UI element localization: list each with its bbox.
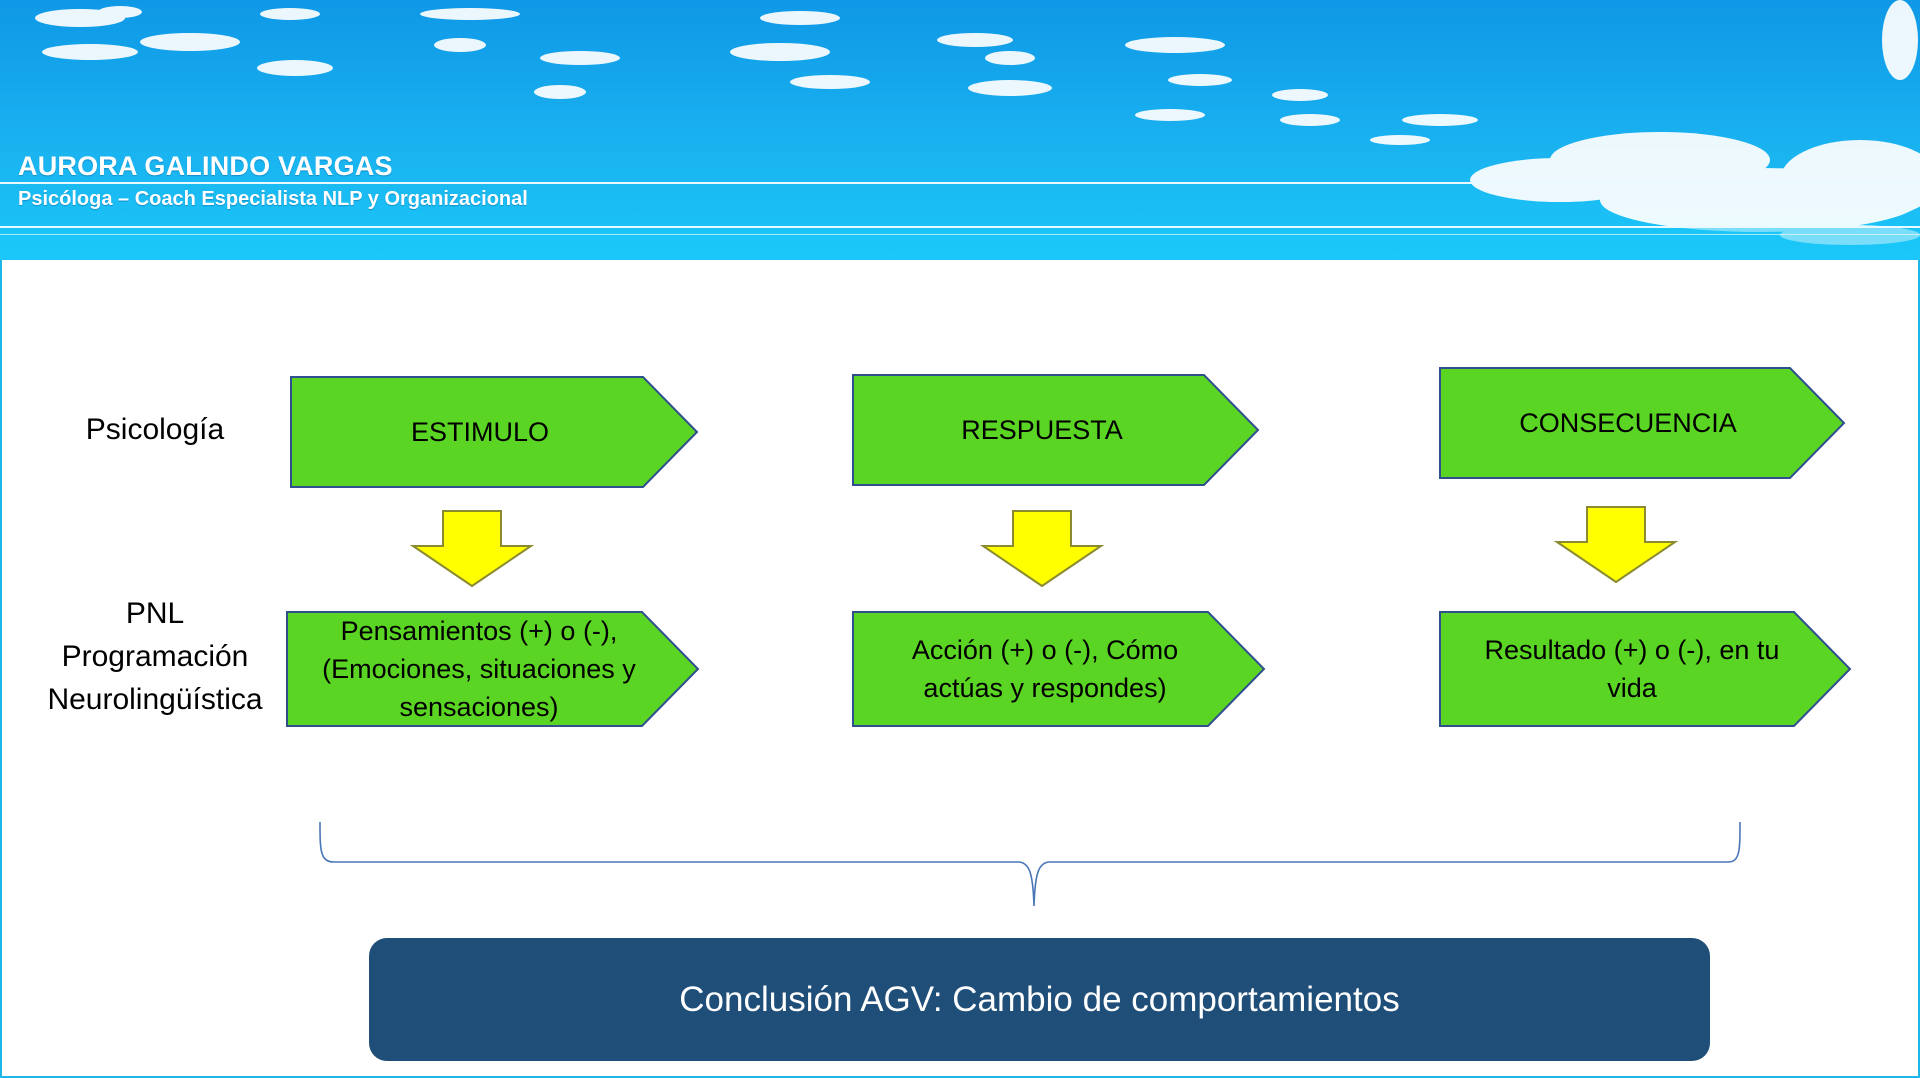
author-name: AURORA GALINDO VARGAS <box>18 151 393 181</box>
pensamientos-line-1: Pensamientos (+) o (-), <box>340 616 618 646</box>
consecuencia-label: CONSECUENCIA <box>1519 408 1737 438</box>
accion-line-1: Acción (+) o (-), Cómo <box>911 635 1179 665</box>
pensamientos-arrow-shape <box>286 611 700 727</box>
header-divider-top <box>0 182 1920 184</box>
conclusion-banner: Conclusión AGV: Cambio de comportamiento… <box>369 938 1710 1061</box>
resultado-line-1: Resultado (+) o (-), en tu <box>1484 635 1780 665</box>
resultado-line-2: vida <box>1607 673 1657 703</box>
accion-text: Acción (+) o (-), Cómo actúas y responde… <box>853 612 1237 726</box>
estimulo-label: ESTIMULO <box>410 417 550 447</box>
sky-clouds-decoration <box>0 0 1920 260</box>
accion-arrow-shape <box>852 611 1266 727</box>
header-banner: AURORA GALINDO VARGAS Psicóloga – Coach … <box>0 0 1920 260</box>
accion-line-2: actúas y respondes) <box>923 673 1167 703</box>
pnl-label-block: PNL Programación Neurolingüística <box>30 592 280 721</box>
header-divider-thin <box>0 234 1920 235</box>
down-arrow-3-icon <box>1553 506 1679 584</box>
pnl-label-line-1: PNL <box>125 597 185 630</box>
pensamientos-line-3: sensaciones) <box>399 692 559 722</box>
down-arrow-1-icon <box>409 510 535 588</box>
summary-brace <box>319 821 1741 907</box>
respuesta-arrow-shape <box>852 374 1260 486</box>
respuesta-label: RESPUESTA <box>961 415 1123 445</box>
pnl-label-line-2: Programación <box>61 640 249 673</box>
header-divider-bottom <box>0 226 1920 228</box>
consecuencia-arrow-shape <box>1439 367 1846 479</box>
pensamientos-text: Pensamientos (+) o (-), (Emociones, situ… <box>287 612 671 726</box>
pensamientos-line-2: (Emociones, situaciones y <box>322 654 636 684</box>
resultado-arrow-shape <box>1439 611 1852 727</box>
estimulo-arrow-shape <box>290 376 699 488</box>
psicologia-label: Psicología <box>85 413 225 446</box>
author-subtitle: Psicóloga – Coach Especialista NLP y Org… <box>18 188 528 210</box>
resultado-text: Resultado (+) o (-), en tu vida <box>1440 612 1824 726</box>
pnl-label-line-3: Neurolingüística <box>47 683 263 716</box>
down-arrow-2-icon <box>979 510 1105 588</box>
